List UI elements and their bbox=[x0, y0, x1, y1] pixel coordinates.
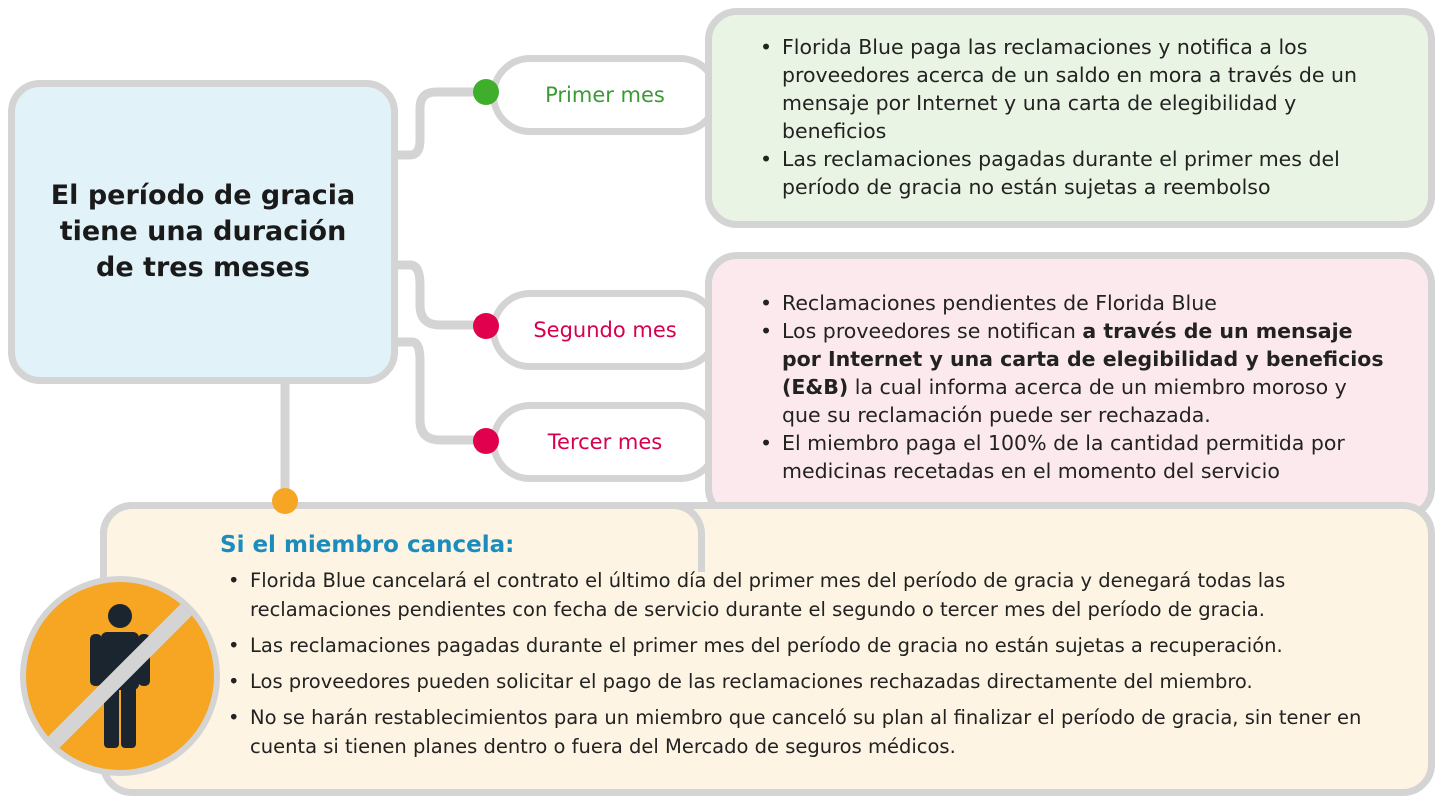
cancel-box-tab bbox=[100, 502, 705, 572]
grace-period-title: El período de gracia tiene una duración … bbox=[50, 180, 356, 283]
first-month-pill: Primer mes bbox=[490, 55, 720, 135]
first-month-bullet: Las reclamaciones pagadas durante el pri… bbox=[756, 145, 1388, 201]
second-third-month-details: Reclamaciones pendientes de Florida Blue… bbox=[705, 252, 1435, 520]
first-month-bullet: Florida Blue paga las reclamaciones y no… bbox=[756, 33, 1388, 145]
member-pays-bullet: El miembro paga el 100% de la cantidad p… bbox=[756, 429, 1388, 485]
second-month-pill: Segundo mes bbox=[490, 290, 720, 370]
cancel-dot bbox=[272, 488, 298, 514]
first-month-label: Primer mes bbox=[545, 83, 665, 107]
cancel-bullet: Florida Blue cancelará el contrato el úl… bbox=[224, 566, 1404, 624]
second-month-dot bbox=[473, 313, 499, 339]
cancel-bullet: No se harán restablecimientos para un mi… bbox=[224, 703, 1404, 761]
cancel-bullet: Las reclamaciones pagadas durante el pri… bbox=[224, 631, 1404, 660]
provider-notification-suffix: la cual informa acerca de un miembro mor… bbox=[782, 375, 1347, 427]
pending-claims-bullet: Reclamaciones pendientes de Florida Blue bbox=[756, 289, 1388, 317]
third-month-dot bbox=[473, 428, 499, 454]
third-month-pill: Tercer mes bbox=[490, 402, 720, 482]
second-month-label: Segundo mes bbox=[533, 318, 677, 342]
grace-period-box: El período de gracia tiene una duración … bbox=[8, 80, 398, 384]
third-month-label: Tercer mes bbox=[547, 430, 663, 454]
first-month-dot bbox=[473, 79, 499, 105]
cancel-list: Florida Blue cancelará el contrato el úl… bbox=[224, 566, 1404, 768]
cancel-bullet: Los proveedores pueden solicitar el pago… bbox=[224, 667, 1404, 696]
provider-notification-bold: a través de un mensaje por Internet y un… bbox=[782, 319, 1384, 399]
provider-notification-bullet: Los proveedores se notifican a través de… bbox=[756, 317, 1388, 429]
first-month-details: Florida Blue paga las reclamaciones y no… bbox=[705, 8, 1435, 228]
no-person-icon-graphic bbox=[38, 594, 202, 758]
cancel-title: Si el miembro cancela: bbox=[220, 532, 515, 558]
provider-notification-prefix: Los proveedores se notifican bbox=[782, 319, 1083, 343]
no-person-icon bbox=[20, 576, 220, 776]
